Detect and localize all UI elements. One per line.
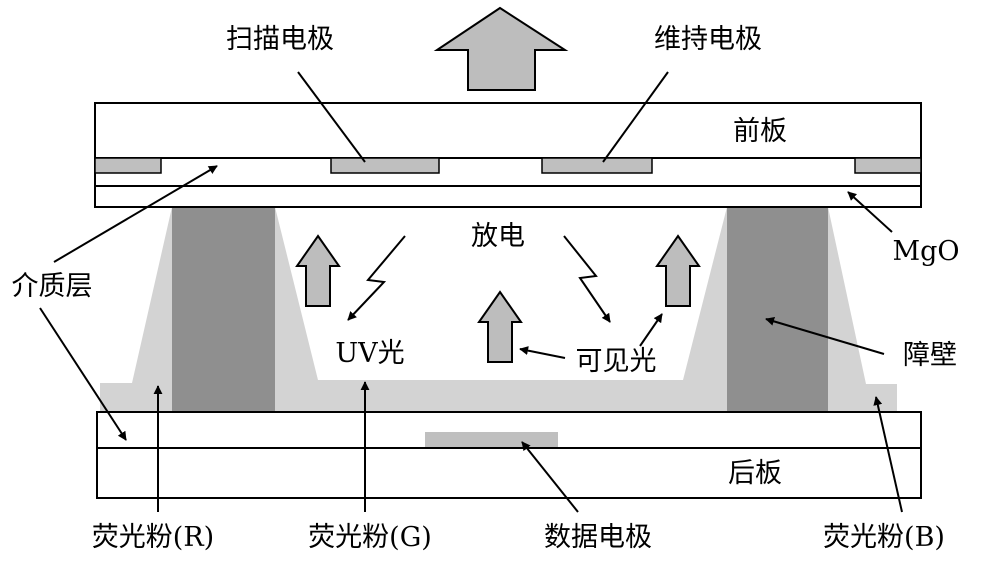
- rear-plate: [96, 447, 922, 499]
- label-phosphor-r: 荧光粉(R): [92, 522, 214, 553]
- label-dielectric-layer: 介质层: [12, 271, 93, 302]
- leader-phosphor-b: [873, 396, 903, 513]
- leader-mgo: [847, 191, 893, 233]
- scan-electrode: [330, 157, 440, 174]
- leader-scan-electrode: [297, 71, 366, 163]
- leader-dielectric-bottom: [39, 307, 127, 441]
- label-mgo: MgO: [892, 236, 959, 267]
- label-discharge: 放电: [471, 221, 525, 252]
- label-barrier-rib: 障壁: [903, 340, 957, 371]
- barrier-rib-right: [727, 207, 828, 412]
- phosphor-layer: [100, 207, 897, 412]
- label-rear-plate: 后板: [728, 458, 782, 489]
- leader-dielectric-top: [53, 165, 218, 263]
- dielectric-layer: [94, 157, 922, 187]
- electrode-edge-right: [854, 157, 922, 174]
- label-uv-light: UV光: [335, 338, 404, 369]
- label-scan-electrode: 扫描电极: [226, 24, 334, 55]
- label-visible-light: 可见光: [576, 346, 657, 377]
- label-phosphor-g: 荧光粉(G): [308, 522, 432, 553]
- data-electrode: [425, 432, 558, 447]
- lightning-left-icon: [347, 235, 406, 321]
- barrier-rib-left: [172, 207, 275, 412]
- leader-visible-light-2: [639, 313, 663, 347]
- mgo-layer: [94, 185, 922, 208]
- electrode-edge-left: [94, 157, 162, 174]
- leader-barrier-rib: [765, 316, 885, 355]
- label-front-plate: 前板: [733, 116, 787, 147]
- label-data-electrode: 数据电极: [544, 522, 652, 553]
- label-sustain-electrode: 维持电极: [654, 24, 762, 55]
- emission-arrow: [433, 6, 569, 91]
- uv-arrow-left: [295, 234, 341, 307]
- leader-sustain-electrode: [602, 71, 669, 163]
- sustain-electrode: [541, 157, 653, 174]
- label-phosphor-b: 荧光粉(B): [823, 522, 945, 553]
- uv-arrow-right: [655, 234, 701, 307]
- lightning-right-icon: [563, 235, 611, 323]
- leader-visible-light: [519, 346, 566, 359]
- leader-data-electrode: [521, 441, 579, 513]
- visible-arrow-center: [477, 290, 523, 363]
- front-plate: [94, 102, 922, 159]
